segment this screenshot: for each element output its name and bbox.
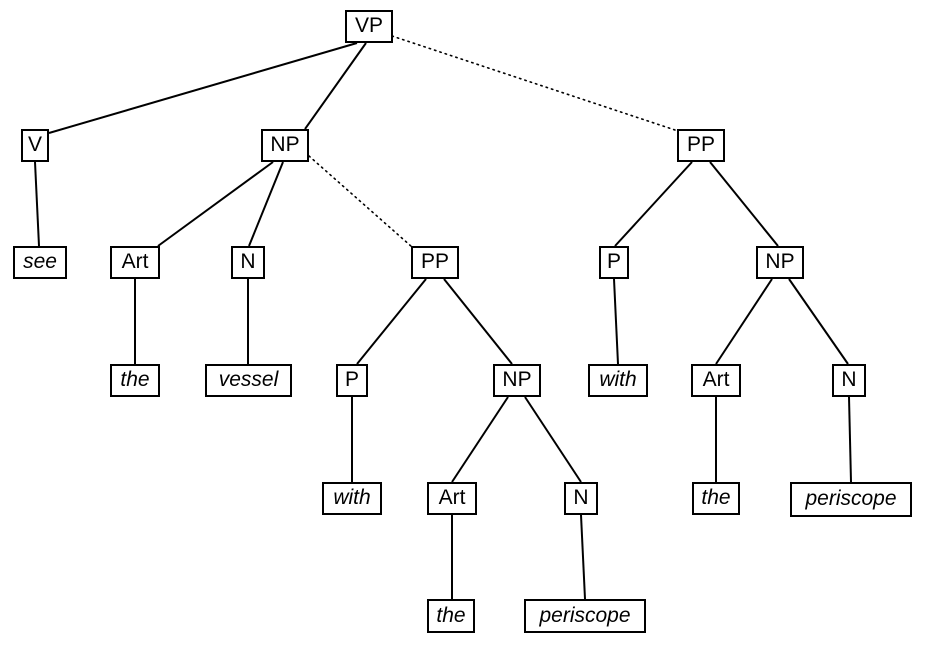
tree-node-n_mid: N — [564, 482, 598, 515]
tree-node-label: the — [701, 486, 731, 509]
tree-node-vessel: vessel — [205, 364, 292, 397]
tree-node-label: P — [606, 250, 621, 273]
tree-node-label: Art — [121, 250, 149, 273]
tree-node-art_right: Art — [691, 364, 741, 397]
tree-node-see: see — [13, 246, 67, 279]
tree-node-label: Art — [438, 486, 466, 509]
tree-node-art_mid: Art — [427, 482, 477, 515]
tree-node-p_mid: P — [336, 364, 368, 397]
tree-edge-v-to-see — [34, 161, 40, 247]
tree-node-vp: VP — [345, 10, 393, 43]
tree-node-v: V — [21, 129, 49, 162]
tree-node-peri_m: periscope — [524, 599, 646, 633]
tree-node-label: P — [344, 368, 359, 391]
tree-node-art1: Art — [110, 246, 160, 279]
tree-node-label: NP — [502, 368, 532, 391]
tree-edge-pp_right-to-np_right — [709, 161, 779, 247]
tree-node-with_r: with — [588, 364, 648, 397]
tree-edge-vp-to-pp_right — [391, 35, 679, 132]
tree-edge-vp-to-v — [48, 42, 358, 134]
tree-node-label: the — [120, 368, 150, 391]
tree-node-label: with — [333, 486, 371, 509]
tree-edge-pp_mid-to-p_mid — [356, 278, 427, 365]
tree-node-np_right: NP — [756, 246, 804, 279]
tree-edge-np1-to-n1 — [248, 161, 284, 247]
tree-edge-n_mid-to-peri_m — [580, 514, 586, 600]
tree-edge-np_right-to-n_right — [788, 278, 849, 365]
tree-node-label: N — [841, 368, 857, 391]
tree-node-pp_right: PP — [677, 129, 725, 162]
tree-node-label: Art — [702, 368, 730, 391]
tree-edge-np_mid-to-n_mid — [524, 396, 582, 483]
tree-node-label: the — [436, 603, 466, 627]
tree-node-pp_mid: PP — [411, 246, 459, 279]
tree-node-n_right: N — [832, 364, 866, 397]
tree-node-the_r: the — [692, 482, 740, 515]
tree-node-label: PP — [420, 250, 449, 273]
tree-node-label: PP — [686, 133, 715, 156]
tree-node-with_m: with — [322, 482, 382, 515]
tree-node-the_m: the — [427, 599, 475, 633]
tree-node-label: N — [573, 486, 589, 509]
tree-node-np_mid: NP — [493, 364, 541, 397]
tree-node-label: see — [23, 250, 57, 273]
tree-node-label: V — [27, 133, 42, 156]
tree-node-n1: N — [231, 246, 265, 279]
tree-node-label: VP — [354, 14, 383, 37]
tree-node-label: with — [599, 368, 637, 391]
tree-node-p_right: P — [599, 246, 629, 279]
tree-edge-pp_mid-to-np_mid — [443, 278, 513, 365]
tree-node-peri_r: periscope — [790, 482, 912, 517]
tree-node-label: vessel — [218, 368, 279, 391]
tree-edge-vp-to-np1 — [304, 42, 367, 130]
tree-node-the1: the — [110, 364, 160, 397]
tree-edge-np_right-to-art_right — [715, 278, 773, 365]
tree-node-label: N — [240, 250, 256, 273]
tree-edge-pp_right-to-p_right — [614, 161, 693, 247]
tree-node-label: periscope — [539, 603, 631, 627]
tree-node-label: periscope — [805, 487, 897, 510]
tree-node-label: NP — [765, 250, 795, 273]
tree-node-np1: NP — [261, 129, 309, 162]
tree-node-label: NP — [270, 133, 300, 156]
tree-edge-p_right-to-with_r — [613, 278, 619, 365]
tree-edge-np1-to-art1 — [157, 161, 274, 247]
tree-edge-np_mid-to-art_mid — [451, 396, 509, 483]
tree-edge-np1-to-pp_mid — [308, 155, 413, 248]
tree-edge-n_right-to-peri_r — [848, 396, 852, 483]
